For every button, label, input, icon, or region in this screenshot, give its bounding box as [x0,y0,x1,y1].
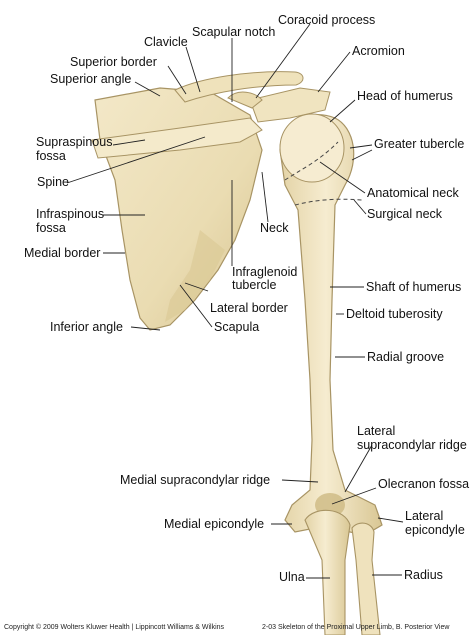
label-superior-angle: Superior angle [50,72,132,86]
radius-shape [351,522,381,635]
label-lateral-supracondylar-ridge-line1: Lateral [357,424,396,438]
label-lateral-epicondyle-line1: Lateral [405,509,444,523]
label-radial-groove: Radial groove [367,350,445,364]
leader-lines [66,23,404,579]
label-medial-border: Medial border [24,246,101,260]
label-inferior-angle: Inferior angle [50,320,123,334]
label-infraspinous-fossa-line1: Infraspinous [36,207,105,221]
label-coracoid-process: Coracoid process [278,13,376,27]
clavicle-shape [174,71,304,103]
label-surgical-neck: Surgical neck [367,207,443,221]
humeral-head-shape [279,113,345,183]
label-infraglenoid-tubercle-line1: Infraglenoid [232,265,298,279]
label-shaft-of-humerus: Shaft of humerus [366,280,462,294]
label-medial-supracondylar-ridge: Medial supracondylar ridge [120,473,271,487]
label-medial-epicondyle: Medial epicondyle [164,517,265,531]
label-olecranon-fossa: Olecranon fossa [378,477,470,491]
label-deltoid-tuberosity: Deltoid tuberosity [346,307,443,321]
label-head-of-humerus: Head of humerus [357,89,453,103]
label-supraspinous-fossa-line2: fossa [36,149,66,163]
label-ulna: Ulna [279,570,305,584]
label-acromion: Acromion [352,44,405,58]
label-anatomical-neck: Anatomical neck [367,186,459,200]
scapula-shading [165,230,225,322]
ulna-shape [304,509,351,635]
label-infraglenoid-tubercle-line2: tubercle [232,278,277,292]
acromion-shape [249,87,331,123]
label-scapular-notch: Scapular notch [192,25,276,39]
label-spine: Spine [37,175,69,189]
copyright-footer: Copyright © 2009 Wolters Kluwer Health |… [4,624,225,631]
label-clavicle: Clavicle [144,35,188,49]
label-lateral-supracondylar-ridge-line2: supracondylar ridge [357,438,467,452]
label-radius: Radius [404,568,443,582]
label-lateral-border: Lateral border [210,301,288,315]
label-neck: Neck [260,221,289,235]
label-superior-border: Superior border [70,55,157,69]
label-infraspinous-fossa-line2: fossa [36,221,66,235]
label-lateral-epicondyle-line2: epicondyle [405,523,465,537]
label-scapula: Scapula [214,320,260,334]
label-supraspinous-fossa-line1: Supraspinous [36,135,113,149]
label-greater-tubercle: Greater tubercle [374,137,465,151]
figure-caption: 2-03 Skeleton of the Proximal Upper Limb… [262,624,450,631]
surgical-neck-line [294,198,363,206]
scapular-spine-shape [91,117,263,159]
anatomical-neck-line [284,141,339,181]
